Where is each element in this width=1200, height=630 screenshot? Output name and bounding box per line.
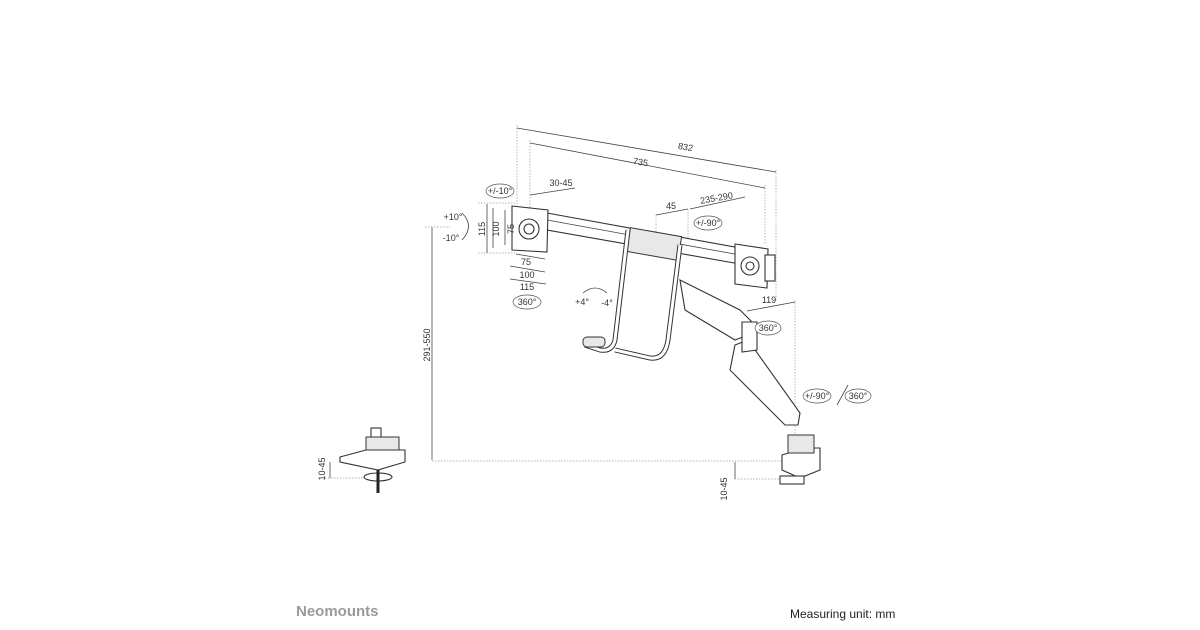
height-range-label: 291-550 xyxy=(422,328,432,361)
tilt-up-label: +10° xyxy=(444,212,463,222)
bar-tilt-down-label: -4° xyxy=(601,298,613,308)
rotation-badge xyxy=(844,388,872,404)
vesa-h-115-label: 115 xyxy=(520,282,534,292)
right-desk-thickness-label: 10-45 xyxy=(719,477,729,500)
rotation-badge xyxy=(512,294,542,310)
dimension-lines xyxy=(325,125,849,480)
left-desk-clamp xyxy=(339,427,406,493)
pole-distance-label: 735 xyxy=(632,156,649,168)
arm-swivel-label: +/-90° xyxy=(805,391,830,401)
right-vesa-plate xyxy=(734,243,776,289)
tilt-down-label: -10° xyxy=(443,233,460,243)
left-vesa-plate xyxy=(511,205,549,253)
handle xyxy=(582,229,683,361)
center-gap-label: 45 xyxy=(666,201,676,211)
rotation-badge xyxy=(693,215,723,231)
crossbar xyxy=(546,212,741,265)
vesa-v-100-label: 100 xyxy=(491,221,501,236)
bar-tilt-up-label: +4° xyxy=(575,297,589,307)
vesa-v-115-label: 115 xyxy=(477,222,487,236)
rotation-badge xyxy=(485,183,515,199)
rotation-badge xyxy=(802,388,832,404)
measuring-unit-note: Measuring unit: mm xyxy=(790,607,896,621)
arm-rotation-label: 360° xyxy=(849,391,868,401)
left-desk-thickness-label: 10-45 xyxy=(317,457,327,480)
brand-logo: Neomounts xyxy=(296,603,379,620)
vesa-offset-label: 30-45 xyxy=(549,178,572,188)
side-tilt-label: +/-10° xyxy=(488,186,513,196)
overall-width-label: 832 xyxy=(677,141,694,153)
left-rotation-label: 360° xyxy=(518,297,537,307)
right-rotation-label: 360° xyxy=(759,323,778,333)
depth-label: 119 xyxy=(762,295,776,305)
right-arm xyxy=(679,279,821,485)
swivel-label: +/-90° xyxy=(696,218,721,228)
vesa-h-100-label: 100 xyxy=(519,270,534,280)
rotation-badge xyxy=(754,320,782,336)
vesa-h-75-label: 75 xyxy=(521,257,531,267)
vesa-v-75-label: 75 xyxy=(506,224,516,234)
